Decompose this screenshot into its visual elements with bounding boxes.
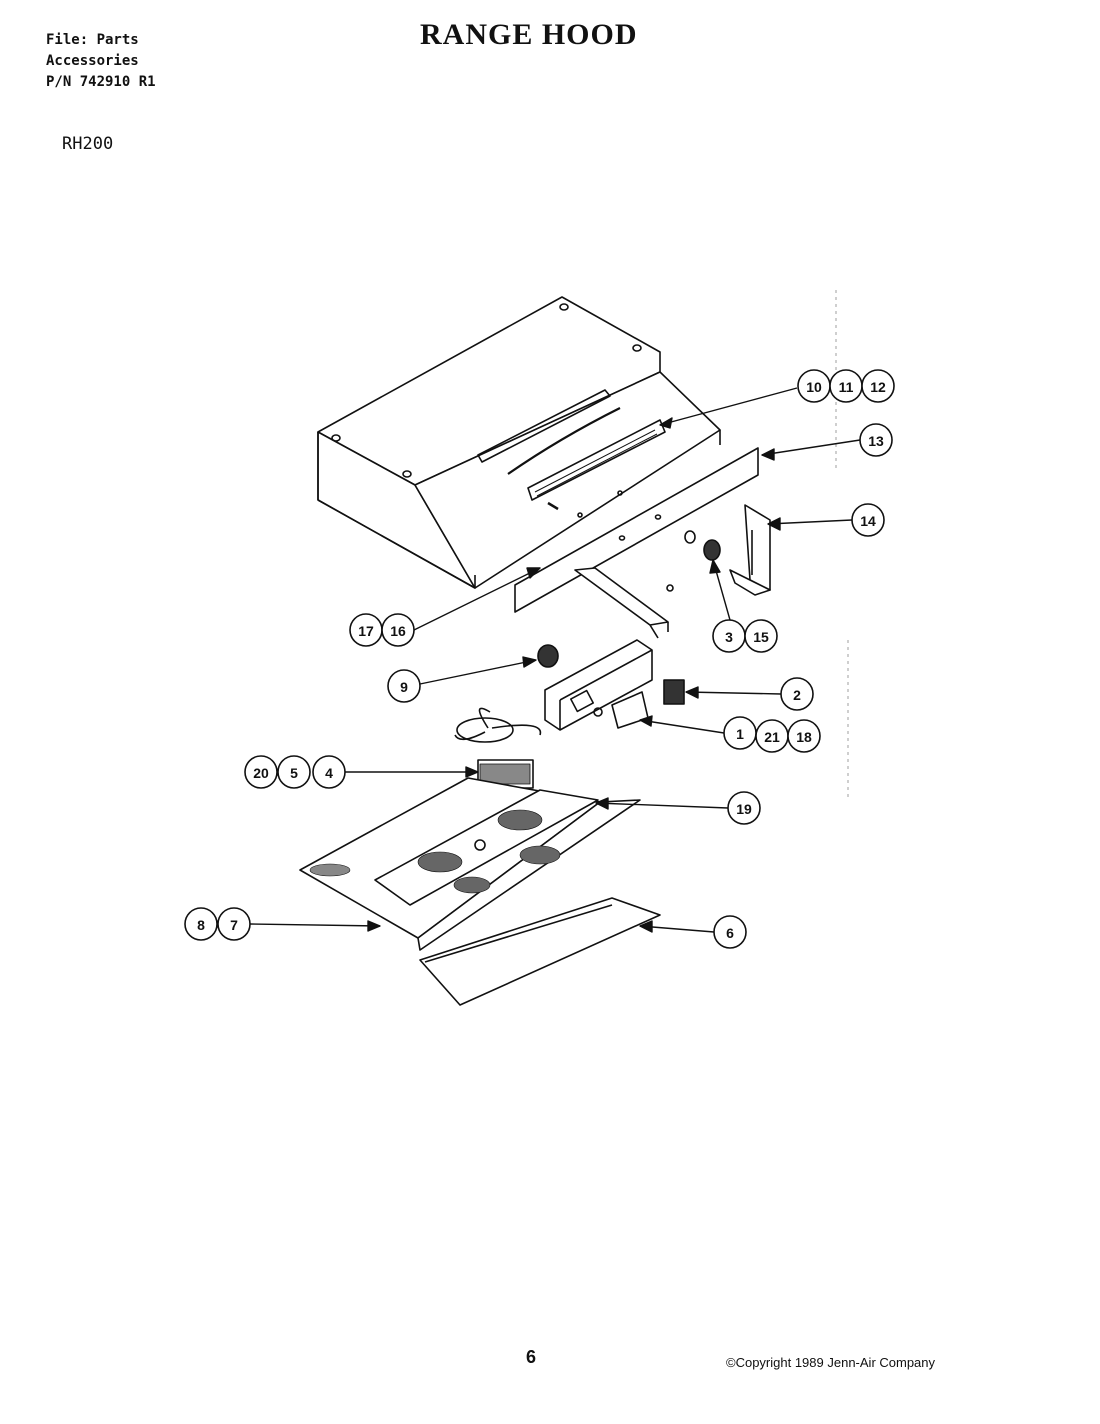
callout-circle-12 [861, 369, 895, 403]
callout-circle-9 [387, 669, 421, 703]
callout-label-1: 1 [736, 726, 744, 742]
callout-label-8: 8 [197, 917, 205, 933]
callout-label-14: 14 [860, 513, 876, 529]
control-knob [537, 644, 559, 668]
callout-label-11: 11 [839, 379, 854, 395]
cover-panel [419, 897, 661, 1006]
callout-circle-8 [184, 907, 218, 941]
callout-label-10: 10 [806, 379, 822, 395]
switch-housing [544, 639, 653, 731]
callout-label-12: 12 [870, 379, 886, 395]
callout-circle-19 [727, 791, 761, 825]
callout-label-5: 5 [290, 765, 298, 781]
callout-label-18: 18 [796, 729, 812, 745]
callout-circle-15 [744, 619, 778, 653]
callout-label-19: 19 [736, 801, 752, 817]
callout-circle-20 [244, 755, 278, 789]
callout-label-9: 9 [400, 679, 408, 695]
page-title: RANGE HOOD [420, 18, 638, 51]
switch-plate [663, 679, 685, 705]
callout-label-16: 16 [390, 623, 406, 639]
callout-circles [184, 369, 895, 949]
callout-label-2: 2 [793, 687, 801, 703]
switch-knob [684, 530, 721, 561]
page-number: 6 [526, 1347, 537, 1367]
callout-label-4: 4 [325, 765, 333, 781]
callout-label-6: 6 [726, 925, 734, 941]
mounting-channel [574, 567, 674, 639]
callout-label-21: 21 [764, 729, 780, 745]
callout-label-20: 20 [253, 765, 269, 781]
callout-label-7: 7 [230, 917, 238, 933]
hood-body [317, 296, 721, 589]
copyright-notice: ©Copyright 1989 Jenn-Air Company [726, 1355, 936, 1370]
callout-label-13: 13 [868, 433, 884, 449]
callout-circle-5 [277, 755, 311, 789]
callout-circle-2 [780, 677, 814, 711]
category-line: Accessories [46, 53, 139, 69]
callout-circle-7 [217, 907, 251, 941]
leader-lines [249, 387, 861, 933]
reference-dash-lines [835, 290, 849, 800]
callout-circle-13 [859, 423, 893, 457]
callout-circle-18 [787, 719, 821, 753]
document-meta: File: Parts Accessories P/N 742910 R1 [46, 30, 156, 93]
part-number-line: P/N 742910 R1 [46, 74, 156, 90]
callout-circle-6 [713, 915, 747, 949]
callout-circle-4 [312, 755, 346, 789]
callout-circle-16 [381, 613, 415, 647]
file-line: File: Parts [46, 32, 139, 48]
callout-label-17: 17 [358, 623, 374, 639]
model-number: RH200 [62, 134, 114, 154]
callout-label-15: 15 [753, 629, 769, 645]
callout-circle-14 [851, 503, 885, 537]
callout-label-3: 3 [725, 629, 733, 645]
side-bracket [729, 504, 771, 596]
bottom-grille [299, 777, 641, 951]
